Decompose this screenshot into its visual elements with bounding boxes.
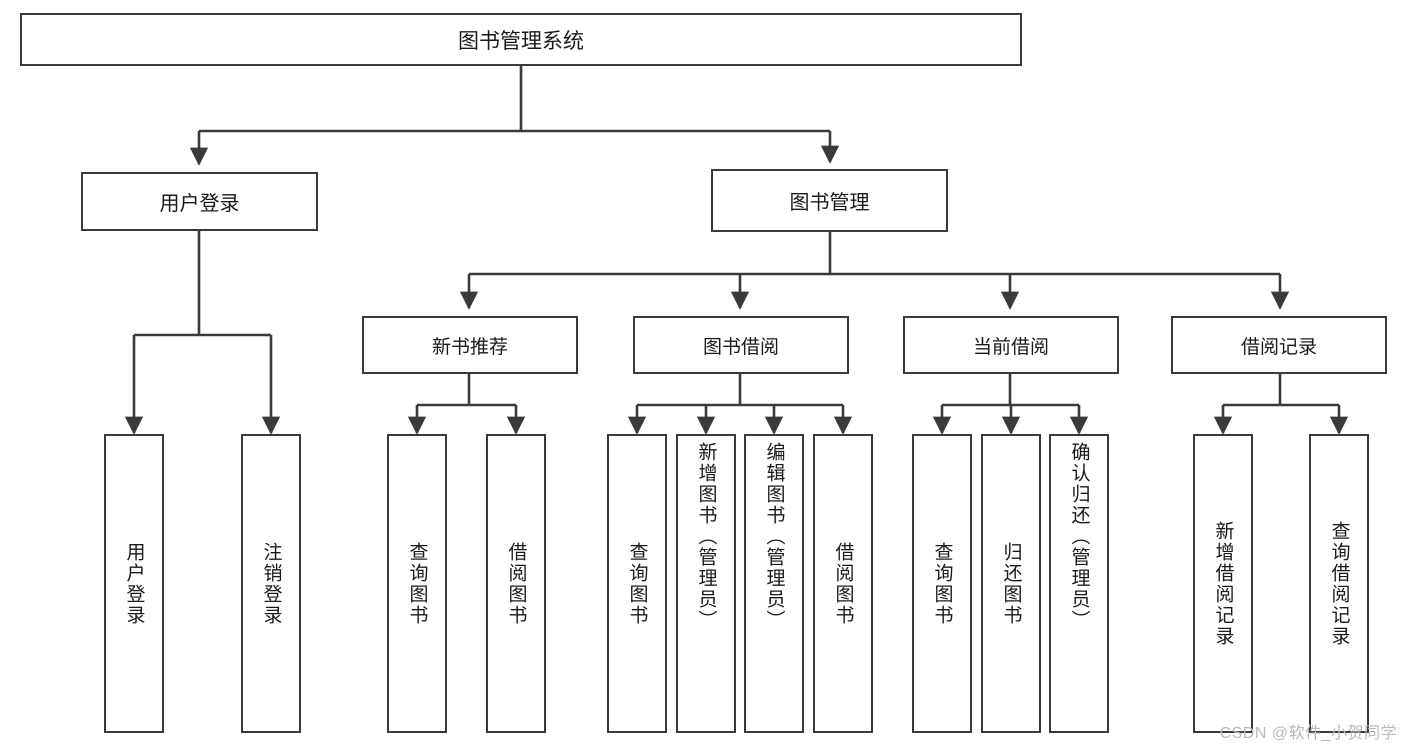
leaf-recommend-borrow-book[interactable]: 借阅图书 [486,434,546,733]
leaf-label: 借阅图书 [505,541,527,626]
leaf-user-login-logout[interactable]: 注销登录 [241,434,301,733]
node-user-login[interactable]: 用户登录 [81,172,318,231]
csdn-watermark: CSDN @软件_小贺同学 [1219,725,1397,742]
leaf-label: 查询图书 [626,541,648,626]
node-borrow-records-label: 借阅记录 [1240,336,1317,358]
leaf-records-add-record[interactable]: 新增借阅记录 [1193,434,1253,733]
leaf-label: 新增图书（管理员） [695,442,717,631]
node-book-management-label: 图书管理 [789,192,870,214]
leaf-label: 查询图书 [406,541,428,626]
leaf-records-query-record[interactable]: 查询借阅记录 [1309,434,1369,733]
node-book-management[interactable]: 图书管理 [711,169,948,232]
node-book-borrow[interactable]: 图书借阅 [633,316,849,374]
node-book-borrow-label: 图书借阅 [702,336,779,358]
leaf-current-query-book[interactable]: 查询图书 [912,434,972,733]
leaf-label: 编辑图书（管理员） [763,442,785,631]
leaf-label: 查询图书 [931,541,953,626]
leaf-label: 查询借阅记录 [1328,520,1350,647]
leaf-label: 新增借阅记录 [1212,520,1234,647]
leaf-label: 归还图书 [1000,541,1022,626]
node-new-book-recommend[interactable]: 新书推荐 [362,316,578,374]
leaf-label: 借阅图书 [832,541,854,626]
leaf-borrow-add-book-admin[interactable]: 新增图书（管理员） [676,434,736,733]
leaf-borrow-borrow-book[interactable]: 借阅图书 [813,434,873,733]
node-borrow-records[interactable]: 借阅记录 [1171,316,1387,374]
leaf-borrow-query-book[interactable]: 查询图书 [607,434,667,733]
node-new-book-recommend-label: 新书推荐 [431,336,508,358]
leaf-user-login-login[interactable]: 用户登录 [104,434,164,733]
leaf-label: 用户登录 [123,541,145,626]
leaf-current-return-book[interactable]: 归还图书 [981,434,1041,733]
node-current-borrow[interactable]: 当前借阅 [903,316,1119,374]
leaf-label: 确认归还（管理员） [1068,442,1090,631]
node-current-borrow-label: 当前借阅 [972,336,1049,358]
leaf-recommend-query-book[interactable]: 查询图书 [387,434,447,733]
node-user-login-label: 用户登录 [159,193,240,215]
node-root-label: 图书管理系统 [458,29,584,53]
leaf-current-confirm-return-admin[interactable]: 确认归还（管理员） [1049,434,1109,733]
node-root[interactable]: 图书管理系统 [20,13,1022,66]
leaf-borrow-edit-book-admin[interactable]: 编辑图书（管理员） [744,434,804,733]
leaf-label: 注销登录 [260,541,282,626]
